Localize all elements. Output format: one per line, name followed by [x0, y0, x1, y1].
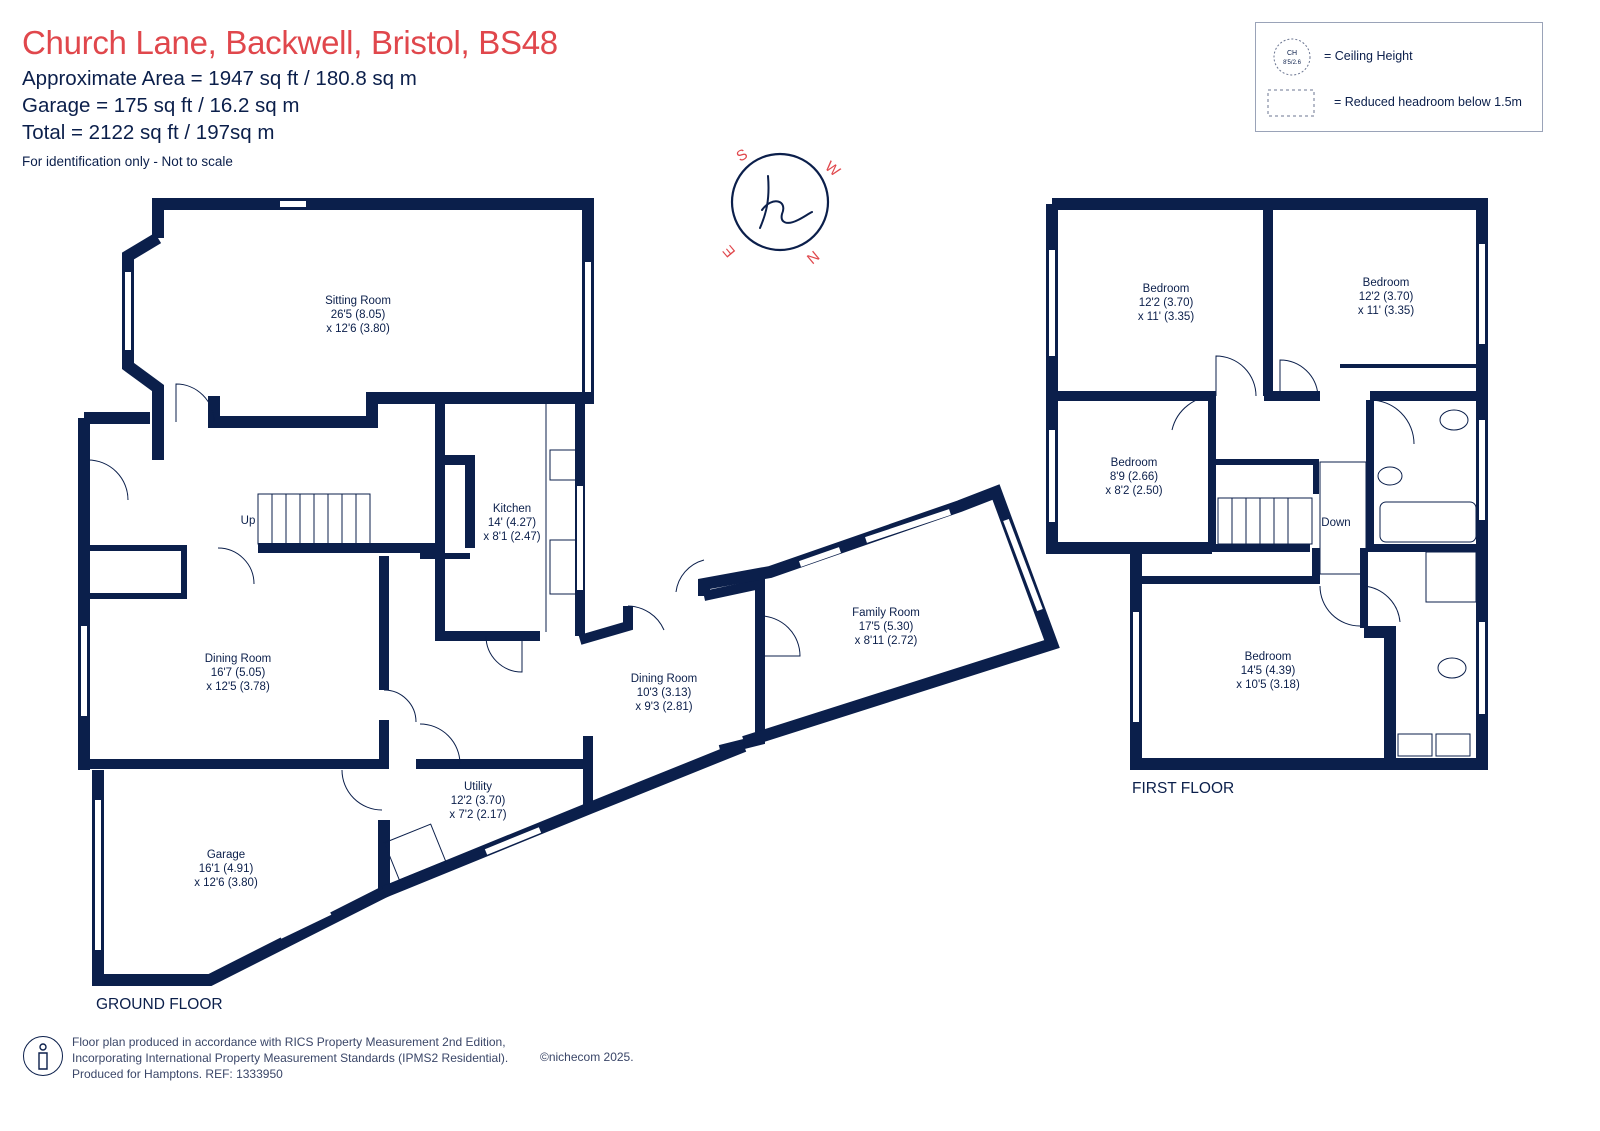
room-dim: x 9'3 (2.81) — [635, 701, 692, 713]
room-dim: 26'5 (8.05) — [331, 309, 386, 321]
footer-line: Incorporating International Property Mea… — [72, 1051, 509, 1065]
compass: S W N E — [720, 146, 844, 267]
room-name: Dining Room — [631, 673, 697, 685]
shower-room-toilet-icon — [1437, 657, 1467, 679]
room-dim: x 12'6 (3.80) — [194, 877, 258, 889]
compass-south: S — [734, 146, 751, 166]
stairs-down-label: Down — [1321, 517, 1350, 529]
basin-icon — [1397, 733, 1433, 757]
bath-icon — [1379, 501, 1477, 543]
compass-north: N — [803, 247, 822, 267]
room-name: Utility — [464, 781, 492, 793]
room-dim: x 8'11 (2.72) — [855, 635, 918, 647]
room-dim: 12'2 (3.70) — [1139, 297, 1194, 309]
room-name: Dining Room — [205, 653, 271, 665]
room-dim: x 11' (3.35) — [1358, 305, 1414, 317]
compass-east: E — [720, 242, 739, 261]
room-dim: 12'2 (3.70) — [1359, 291, 1414, 303]
utility-sink-icon — [383, 823, 447, 881]
ceiling-height-icon — [1273, 38, 1311, 76]
first-room-labels: Bedroom 12'2 (3.70) x 11' (3.35) Bedroom… — [1105, 277, 1414, 691]
ground-floor-label: GROUND FLOOR — [96, 996, 223, 1013]
compass-ring — [730, 152, 830, 252]
ceiling-height-symbol-value: 8'5/2.6 — [1283, 60, 1301, 66]
room-dim: 8'9 (2.66) — [1110, 471, 1158, 483]
legend-symbols: CH 8'5/2.6 — [1267, 38, 1315, 117]
approximate-area: Approximate Area = 1947 sq ft / 180.8 sq… — [22, 67, 417, 90]
first-toilet-icon — [1377, 466, 1403, 486]
footer-notes: Floor plan produced in accordance with R… — [72, 1034, 508, 1082]
first-stairs — [1217, 497, 1313, 545]
logo-icon — [759, 175, 813, 229]
info-icon — [23, 1036, 63, 1076]
ground-room-labels: Sitting Room 26'5 (8.05) x 12'6 (3.80) K… — [194, 295, 920, 889]
ensuite-toilet-icon — [1439, 409, 1469, 431]
kitchen-fixtures — [383, 404, 577, 881]
room-name: Bedroom — [1363, 277, 1410, 289]
room-dim: x 7'2 (2.17) — [449, 809, 506, 821]
room-dim: 16'7 (5.05) — [211, 667, 266, 679]
room-dim: 10'3 (3.13) — [637, 687, 692, 699]
room-dim: x 8'2 (2.50) — [1105, 485, 1162, 497]
reduced-headroom-label: = Reduced headroom below 1.5m — [1334, 95, 1522, 109]
room-name: Garage — [207, 849, 245, 861]
room-dim: x 12'5 (3.78) — [206, 681, 270, 693]
legend-box: CH 8'5/2.6 = Ceiling Height = Reduced he… — [1255, 22, 1543, 132]
room-dim: 14' (4.27) — [488, 517, 536, 529]
room-name: Kitchen — [493, 503, 531, 515]
footer-line: Floor plan produced in accordance with R… — [72, 1035, 506, 1049]
compass-west: W — [821, 158, 843, 181]
room-name: Bedroom — [1245, 651, 1292, 663]
room-name: Bedroom — [1111, 457, 1158, 469]
room-dim: 12'2 (3.70) — [451, 795, 506, 807]
first-floor-label: FIRST FLOOR — [1132, 780, 1235, 797]
hob-icon — [549, 449, 577, 481]
stairs-up-label: Up — [241, 515, 256, 527]
room-dim: 14'5 (4.39) — [1241, 665, 1296, 677]
ground-doors — [87, 383, 801, 811]
ground-floor-walls — [78, 198, 1060, 986]
room-dim: x 11' (3.35) — [1138, 311, 1194, 323]
ceiling-height-label: = Ceiling Height — [1324, 49, 1413, 63]
room-dim: x 12'6 (3.80) — [326, 323, 390, 335]
basin-icon — [1435, 733, 1471, 757]
ceiling-height-symbol: CH — [1287, 50, 1297, 57]
room-dim: 17'5 (5.30) — [859, 621, 914, 633]
footer-line: Produced for Hamptons. REF: 1333950 — [72, 1067, 283, 1081]
sink-icon — [549, 539, 577, 595]
copyright: ©nichecom 2025. — [540, 1050, 634, 1064]
room-name: Family Room — [852, 607, 920, 619]
room-dim: 16'1 (4.91) — [199, 863, 254, 875]
shower-icon — [1425, 551, 1477, 603]
first-floor-fixtures — [1171, 355, 1477, 757]
room-name: Sitting Room — [325, 295, 391, 307]
identification-note: For identification only - Not to scale — [22, 154, 233, 169]
room-dim: x 10'5 (3.18) — [1236, 679, 1300, 691]
room-dim: x 8'1 (2.47) — [483, 531, 540, 543]
ground-floor-windows — [81, 201, 1043, 950]
first-floor-windows — [1049, 244, 1485, 722]
property-title: Church Lane, Backwell, Bristol, BS48 — [22, 24, 558, 61]
garage-area: Garage = 175 sq ft / 16.2 sq m — [22, 94, 300, 117]
total-area: Total = 2122 sq ft / 197sq m — [22, 121, 275, 144]
ground-stairs — [257, 493, 371, 545]
room-name: Bedroom — [1143, 283, 1190, 295]
